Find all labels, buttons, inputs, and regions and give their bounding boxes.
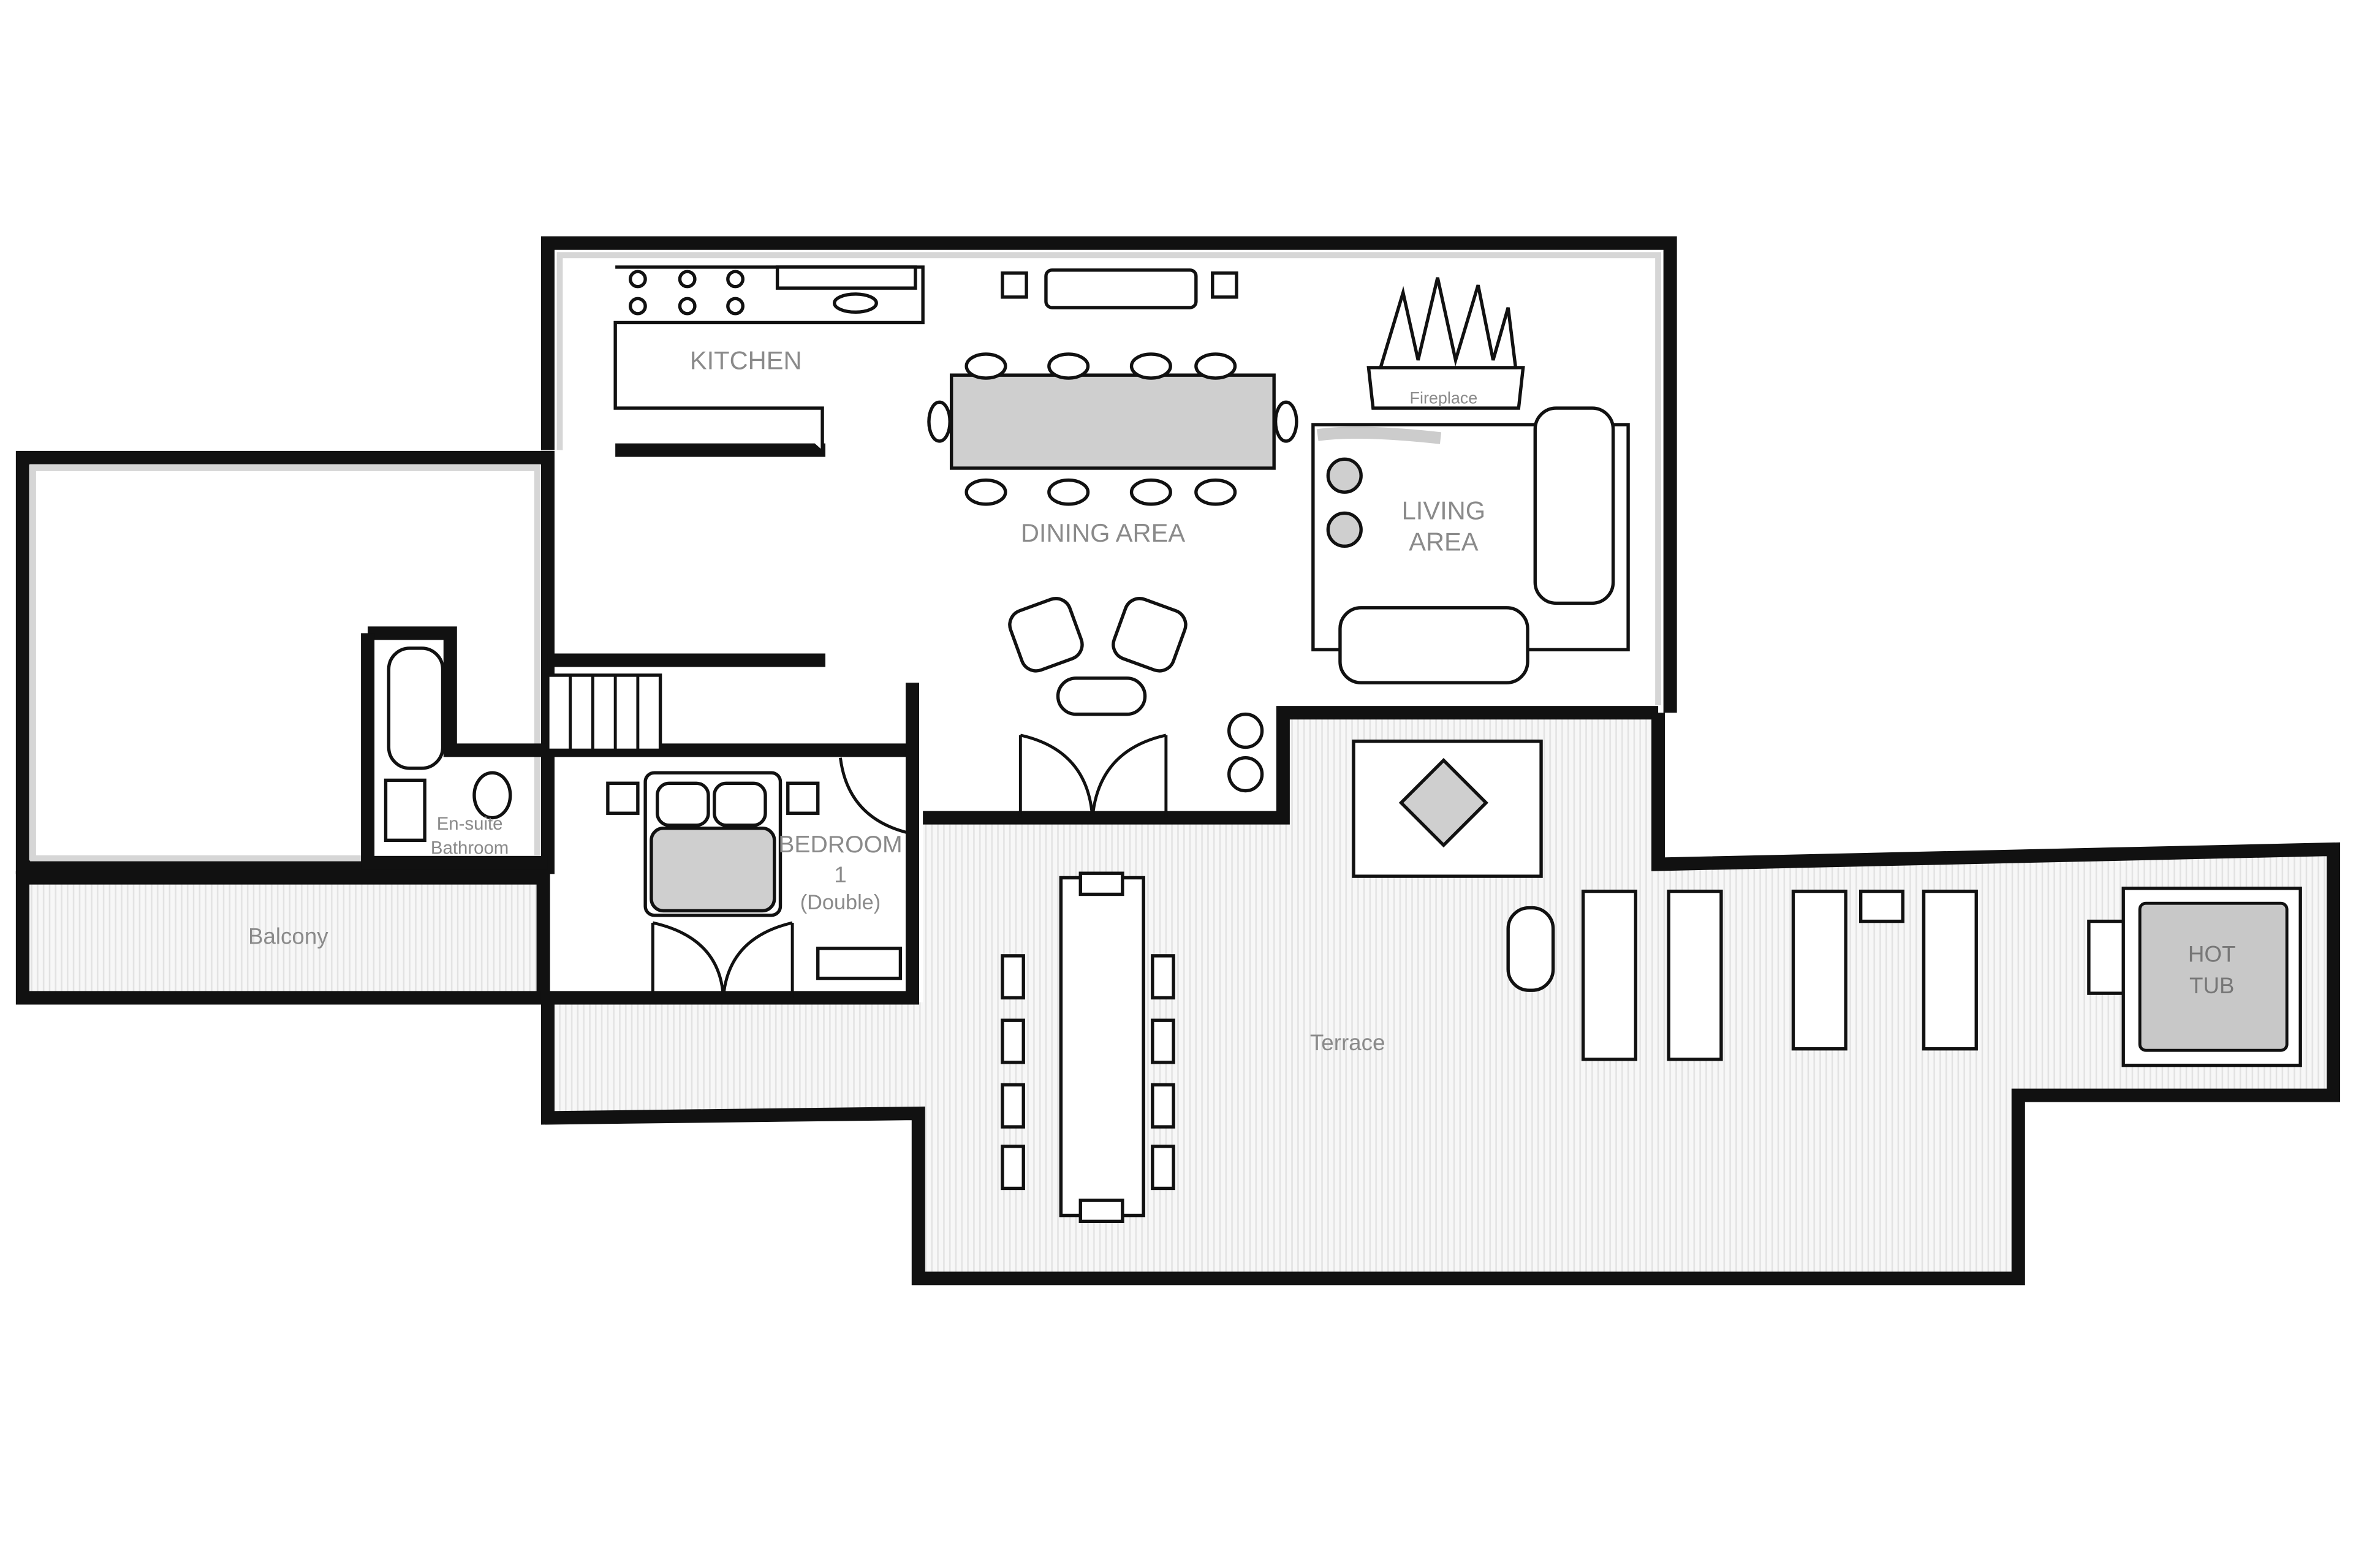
bedroom-label: (Double) [800, 891, 881, 914]
ensuite-label: Bathroom [431, 838, 509, 858]
dining-area-label: DINING AREA [1021, 518, 1185, 547]
outdoor-table-rug [1352, 740, 1543, 878]
terrace-dining-table [1001, 871, 1175, 1224]
tv-unit [1044, 268, 1198, 309]
kitchen-label: KITCHEN [690, 346, 802, 374]
ensuite-label: En-suite [437, 814, 503, 834]
balcony-label: Balcony [248, 923, 328, 949]
terrace-label: Terrace [1310, 1030, 1385, 1055]
stairs [546, 673, 662, 752]
bathroom-fixtures [384, 646, 512, 843]
bedroom-label: BEDROOM [778, 831, 902, 858]
living-area-label: LIVING [1402, 496, 1485, 525]
speaker-icon [1001, 271, 1028, 299]
bedroom-label: 1 [834, 862, 846, 887]
hot-tub [2087, 886, 2302, 1067]
living-area-label: AREA [1409, 528, 1479, 556]
double-bed [606, 771, 903, 980]
dining-table [927, 352, 1298, 506]
balcony-floor [28, 884, 539, 992]
hot-tub-label: HOT [2188, 942, 2236, 967]
stool-icon [1227, 712, 1264, 749]
fireplace [1366, 277, 1525, 410]
hot-tub-label: TUB [2189, 973, 2234, 998]
terrace-floor [547, 713, 2334, 1279]
speaker-icon [1211, 271, 1238, 299]
walls [15, 236, 2341, 1286]
kitchen-counter [613, 265, 925, 450]
living-rug [1311, 406, 1630, 684]
stool-icon [1227, 756, 1264, 793]
sun-loungers [1506, 889, 1978, 1061]
armchairs [1008, 597, 1188, 716]
doors [651, 733, 1168, 998]
fireplace-label: Fireplace [1410, 389, 1478, 407]
